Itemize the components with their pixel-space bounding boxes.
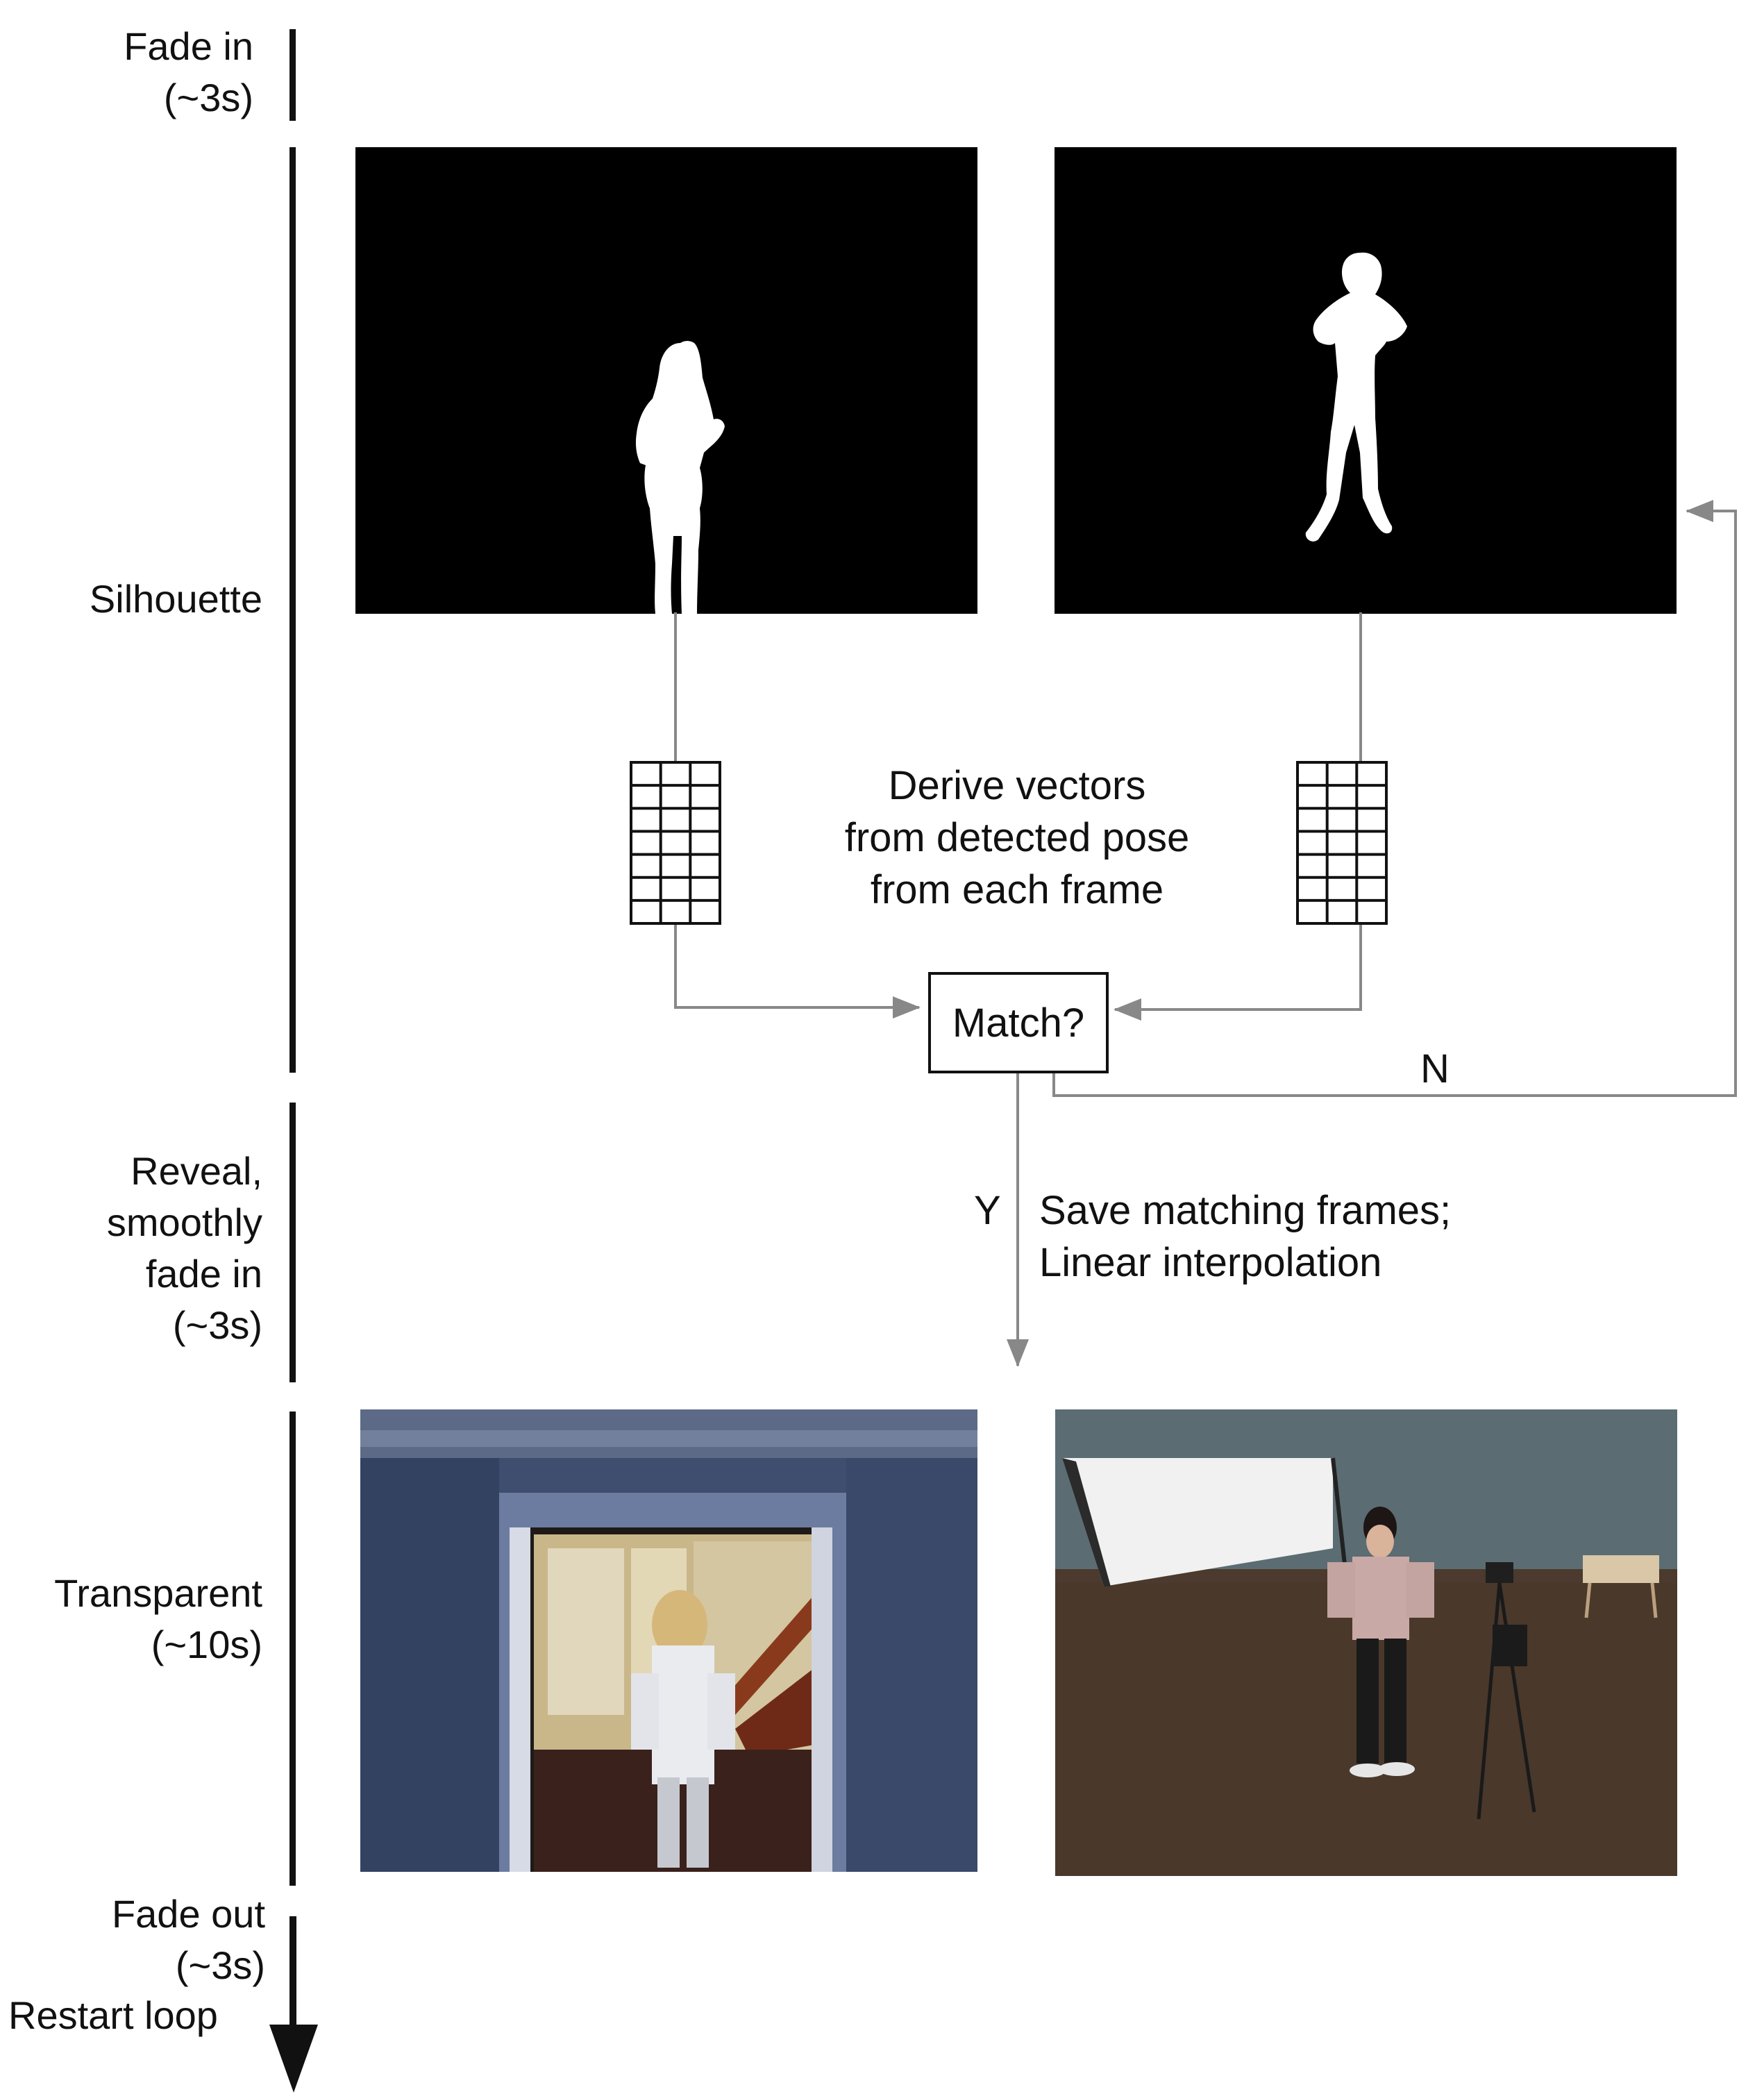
pose-vector-grid-right: [1296, 761, 1388, 925]
timeline-end-arrow: [269, 1916, 318, 2093]
phase-transparent-line-1: Transparent: [54, 1571, 262, 1615]
no-branch-label: N: [1420, 1046, 1450, 1091]
connector-no-loop: [1052, 500, 1737, 1097]
phase-reveal-line-2: smoothly: [106, 1200, 262, 1244]
timeline-bar-reveal: [289, 1103, 296, 1382]
silhouette-frame-right: [1055, 147, 1677, 614]
phase-fade-in-line-2: (~3s): [163, 76, 253, 119]
phase-silhouette-line: Silhouette: [89, 577, 262, 621]
person-silhouette-right: [1305, 252, 1407, 542]
derive-vectors-line-1: Derive vectors: [888, 763, 1146, 808]
derive-vectors-line-3: from each frame: [870, 867, 1164, 912]
save-frames-line-1: Save matching frames;: [1039, 1188, 1452, 1233]
connector-left-to-match: [674, 922, 921, 1019]
phase-reveal-line-1: Reveal,: [131, 1149, 262, 1193]
photo-frame-left: [360, 1409, 977, 1872]
match-decision-label: Match?: [952, 1000, 1085, 1046]
phase-transparent-label: Transparent (~10s): [14, 1568, 262, 1670]
phase-fade-in-label: Fade in (~3s): [42, 21, 253, 124]
timeline-bar-transparent: [289, 1412, 296, 1886]
phase-reveal-line-4: (~3s): [172, 1303, 262, 1347]
derive-vectors-line-2: from detected pose: [844, 815, 1190, 860]
phase-fade-out-label: Fade out (~3s): [42, 1888, 265, 1991]
phase-silhouette-label: Silhouette: [28, 573, 262, 625]
person-silhouette-left: [635, 341, 725, 614]
photo-studio-scene: [1055, 1409, 1677, 1876]
phase-restart-label: Restart loop: [8, 1990, 255, 2041]
connector-right-to-match: [1114, 922, 1362, 1021]
silhouette-frame-left: [355, 147, 977, 614]
timeline-bar-silhouette: [289, 147, 296, 1073]
pose-vector-grid-left: [630, 761, 721, 925]
derive-vectors-caption: Derive vectors from detected pose from e…: [791, 760, 1243, 916]
photo-frame-right: [1055, 1409, 1677, 1876]
save-frames-caption: Save matching frames; Linear interpolati…: [1039, 1184, 1664, 1289]
phase-fade-out-line-1: Fade out: [111, 1892, 265, 1936]
phase-restart-line: Restart loop: [8, 1993, 218, 2037]
phase-transparent-line-2: (~10s): [151, 1623, 262, 1666]
save-frames-line-2: Linear interpolation: [1039, 1240, 1382, 1285]
phase-reveal-line-3: fade in: [145, 1252, 262, 1296]
yes-branch-label: Y: [974, 1188, 1001, 1233]
phase-fade-out-line-2: (~3s): [175, 1943, 265, 1987]
match-box: [928, 972, 1109, 1073]
phase-reveal-label: Reveal, smoothly fade in (~3s): [28, 1146, 262, 1351]
timeline-bar-fade-in: [289, 29, 296, 121]
photo-doorway-scene: [360, 1409, 977, 1872]
phase-fade-in-line-1: Fade in: [124, 24, 253, 68]
